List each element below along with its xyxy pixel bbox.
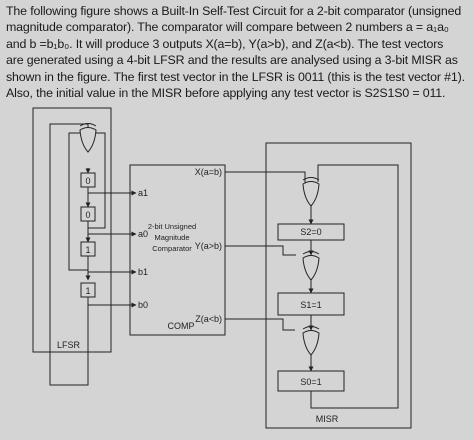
comp-input-b1: b1: [138, 267, 148, 277]
comp-box: [129, 164, 226, 336]
question-line-6: Also, the initial value in the MISR befo…: [6, 86, 446, 101]
lfsr-cells: 0 0 1 1: [80, 172, 96, 298]
misr-cell-s1-value: S1=1: [300, 300, 321, 310]
question-line-2: magnitude comparator). The comparator wi…: [6, 20, 449, 35]
misr-box: [265, 142, 412, 429]
misr-cell-s0: [277, 370, 345, 392]
wires: [49, 123, 399, 409]
comp-output-z: Z(a<b): [195, 314, 222, 324]
lfsr-cell-3-value: 1: [85, 245, 90, 255]
misr-xor-gate-s0: [302, 326, 320, 356]
lfsr-cell-2-value: 0: [85, 210, 90, 220]
lfsr-cell-4-value: 1: [85, 286, 90, 296]
comp-desc-line-1: 2-bit Unsigned: [148, 222, 196, 231]
comp-input-b0: b0: [138, 300, 148, 310]
lfsr-box: [32, 107, 112, 353]
misr-label: MISR: [316, 414, 339, 424]
question-line-4: are generated using a 4-bit LFSR and the…: [6, 53, 458, 68]
misr-cell-s2-value: S2=0: [300, 227, 321, 237]
misr-xor-gate-s2: [302, 177, 320, 207]
question-text: The following figure shows a Built-In Se…: [6, 3, 472, 101]
lfsr-cell-1-value: 0: [85, 176, 90, 186]
lfsr-cell-3: [80, 241, 96, 257]
comp-desc-line-2: Magnitude: [154, 233, 189, 242]
lfsr-cell-4: [80, 282, 96, 298]
question-line-1: The following figure shows a Built-In Se…: [6, 4, 462, 18]
comp-input-a0: a0: [138, 229, 148, 239]
comp-output-y: Y(a>b): [195, 241, 222, 251]
comp-output-x: X(a=b): [195, 167, 222, 177]
lfsr-cell-1: [80, 172, 96, 188]
misr-cell-s1: [277, 292, 345, 316]
comp-input-a1: a1: [138, 188, 148, 198]
lfsr-cell-2: [80, 206, 96, 222]
comp-label: COMP: [168, 321, 195, 331]
question-line-5: shown in the figure. The first test vect…: [6, 69, 465, 84]
misr-cell-s2: [277, 223, 345, 241]
comp-desc-line-3: Comparator: [152, 244, 192, 253]
misr-xor-gate-s1: [302, 251, 320, 281]
xor-gates: [79, 123, 320, 356]
lfsr-label: LFSR: [57, 340, 81, 350]
question-line-3: and b =b₁b₀. It will produce 3 outputs X…: [6, 36, 444, 51]
lfsr-xor-gate: [79, 123, 97, 153]
misr-cell-s0-value: S0=1: [300, 377, 321, 387]
